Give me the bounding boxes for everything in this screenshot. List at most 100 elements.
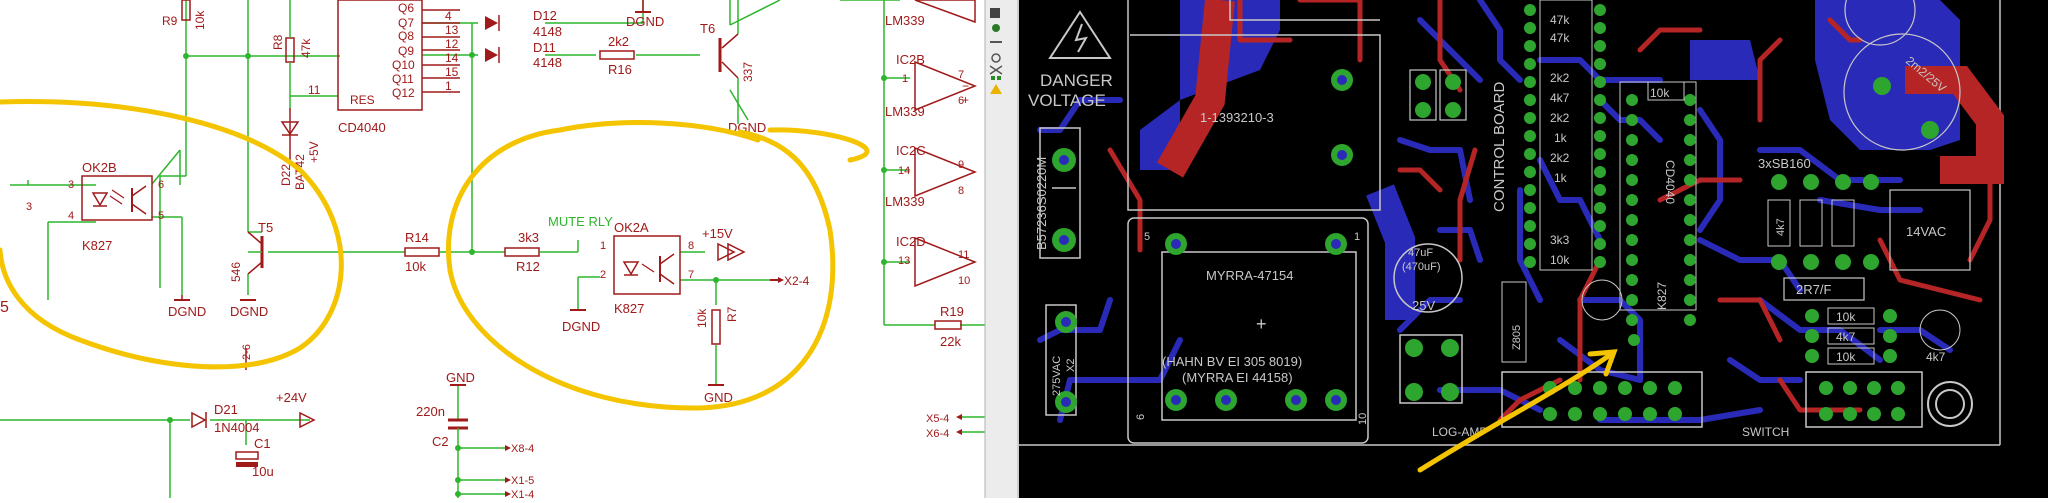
- c2-label: C2: [432, 434, 449, 449]
- transistor-t6[interactable]: T6 337: [700, 0, 755, 124]
- sb160-label: 3xSB160: [1758, 156, 1811, 171]
- resistor-r9[interactable]: R9 10k: [162, 0, 207, 30]
- diode-d22[interactable]: D22 BAT42 +5V: [279, 108, 321, 190]
- hahn-label: (HAHN BV EI 305 8019): [1162, 354, 1302, 369]
- fuse-component[interactable]: [1039, 127, 1081, 259]
- cd4040-label: CD4040: [338, 120, 386, 135]
- pane-divider[interactable]: [984, 0, 1019, 498]
- capacitor-c2[interactable]: GND 220n C2: [416, 370, 475, 460]
- control-board-label: CONTROL BOARD: [1491, 82, 1508, 212]
- capacitor-47uf[interactable]: 47uF (470uF) 25V: [1393, 243, 1463, 313]
- ic2b-minus: −: [962, 79, 969, 93]
- annotation-circle-right: [446, 120, 836, 411]
- dgnd-label-4: DGND: [562, 319, 600, 334]
- toolbar[interactable]: [989, 8, 1003, 94]
- cd4040-footprint[interactable]: CD4040 K827 10k: [1619, 81, 1697, 346]
- resistor-r14[interactable]: R14 10k: [404, 230, 440, 274]
- c2-value: 220n: [416, 404, 445, 419]
- ratsnest-icon[interactable]: [989, 65, 1003, 75]
- diode-d11[interactable]: D11 4148: [485, 40, 562, 70]
- plus15v-supply: +15V: [702, 226, 746, 262]
- optocoupler-ok2a[interactable]: MUTE RLY OK2A K827 1 2 8 7: [548, 214, 694, 316]
- left-edge-mark: 3: [26, 201, 32, 213]
- capacitor-c1[interactable]: C1 10u: [235, 436, 274, 479]
- t6-label: T6: [700, 21, 715, 36]
- ok2a-pin1: 1: [600, 240, 606, 252]
- connector-1393210[interactable]: 1-1393210-3: [1127, 0, 1381, 211]
- myrra-pin10: 10: [1357, 413, 1369, 425]
- ok2a-pin2: 2: [600, 269, 606, 281]
- resistor-column[interactable]: 47k 47k 2k2 4k7 2k2 1k 2k2 1k 3k3 10k: [1524, 0, 1606, 271]
- pin-12: 12: [445, 37, 459, 51]
- ic2d-label: IC2D: [896, 234, 926, 249]
- layers-icon[interactable]: [990, 8, 1000, 18]
- copper-traces: [1037, 0, 1993, 423]
- info-icon[interactable]: [992, 24, 1000, 32]
- ic2c-pin14: 14: [898, 165, 910, 177]
- comparator-ic2b[interactable]: IC2B LM339 1 7 6 − +: [885, 52, 978, 119]
- plus24v-label: +24V: [276, 390, 307, 405]
- mark-icon[interactable]: [991, 53, 1001, 63]
- ic2b-pin7: 7: [958, 69, 964, 81]
- x2-4-port: X2-4: [770, 274, 810, 288]
- optocoupler-ok2b[interactable]: OK2B K827 3 4 6 5: [68, 160, 164, 253]
- diode-d12[interactable]: D12 4148: [485, 8, 562, 39]
- q9-label: Q9: [398, 44, 414, 58]
- comparator-ic2c[interactable]: IC2C LM339 14 9 8: [885, 143, 978, 209]
- res-label-2: 2k2: [1550, 71, 1570, 85]
- mute-rly-label: MUTE RLY: [548, 214, 613, 229]
- ic2b-plus: +: [962, 93, 969, 107]
- z805-component[interactable]: Z805: [1501, 279, 1623, 363]
- transistor-t5[interactable]: T5 546: [229, 220, 273, 295]
- cd4040-chip[interactable]: Q6 Q7 Q8 Q9 Q10 Q11 Q12 4 13 12 14 15 1 …: [308, 0, 460, 135]
- connector-switch[interactable]: SWITCH: [1742, 371, 1923, 439]
- q8-label: Q8: [398, 29, 414, 43]
- drc-icon[interactable]: [991, 76, 1001, 80]
- k827-pcb-label: K827: [1655, 282, 1669, 310]
- t5-value: 546: [229, 262, 243, 282]
- ok2b-label: OK2B: [82, 160, 117, 175]
- dgnd-ok2b: DGND: [168, 295, 206, 319]
- resistors-right[interactable]: 10k 4k7 10k 4k7: [1805, 307, 1961, 365]
- x2-label: X2: [1065, 359, 1077, 372]
- d12-label: D12: [533, 8, 557, 23]
- myrra-pin5: 5: [1144, 231, 1150, 243]
- c1-value: 10u: [252, 464, 274, 479]
- diodes-sb160[interactable]: 3xSB160 4k7: [1758, 156, 1879, 270]
- res-label-10: 10k: [1650, 86, 1670, 100]
- resistor-2r7[interactable]: 2R7/F: [1783, 277, 1865, 301]
- capacitor-x2[interactable]: 275VAC X2: [1045, 304, 1077, 416]
- pin11-label: 11: [308, 83, 321, 97]
- d22-label: D22: [279, 164, 293, 186]
- resistor-r19[interactable]: R19 22k: [934, 304, 964, 349]
- ac14-label: 14VAC: [1906, 224, 1946, 239]
- res-label-11: 4k7: [1775, 218, 1787, 236]
- transformer-14vac[interactable]: 14VAC: [1889, 189, 1971, 271]
- resistor-r16[interactable]: 2k2 R16: [599, 34, 635, 77]
- resistor-r12[interactable]: 3k3 R12: [504, 230, 540, 274]
- terminal-blocks-left[interactable]: [1399, 69, 1467, 404]
- x8-4-label: X8-4: [511, 443, 534, 455]
- comparator-ic2d[interactable]: IC2D 13 11 10: [896, 234, 978, 288]
- ic2d-pin11: 11: [958, 249, 969, 261]
- resistor-r7[interactable]: 10k R7 GND: [695, 306, 739, 405]
- board-pane[interactable]: DANGER VOLTAGE B57236S0220M 1-1393210-3 …: [1019, 0, 2048, 498]
- d12-value: 4148: [533, 24, 562, 39]
- ic2b-label: IC2B: [896, 52, 925, 67]
- r16-value: 2k2: [608, 34, 629, 49]
- ok2a-pin7: 7: [688, 269, 694, 281]
- ic2b-pin6: 6: [958, 95, 964, 107]
- resistor-r8[interactable]: R8 47k: [271, 0, 313, 96]
- transformer-myrra[interactable]: 5 1 6 10 MYRRA-47154 + (HAHN BV EI 305 8…: [1127, 217, 1369, 444]
- errors-icon[interactable]: [990, 84, 1002, 94]
- c-275vac-label: 275VAC: [1051, 356, 1063, 396]
- d11-label: D11: [533, 40, 556, 55]
- lm339-top[interactable]: LM339: [885, 0, 976, 28]
- annotation-circle-left: [0, 99, 344, 370]
- schematic-pane[interactable]: Q6 Q7 Q8 Q9 Q10 Q11 Q12 4 13 12 14 15 1 …: [0, 0, 985, 501]
- annotation-underline-left: [767, 127, 870, 163]
- r7-label: R7: [725, 306, 739, 322]
- plus24v-supply: +24V: [276, 390, 316, 429]
- x6-4-label: X6-4: [926, 428, 949, 440]
- diode-d21[interactable]: D21 1N4004: [191, 402, 260, 435]
